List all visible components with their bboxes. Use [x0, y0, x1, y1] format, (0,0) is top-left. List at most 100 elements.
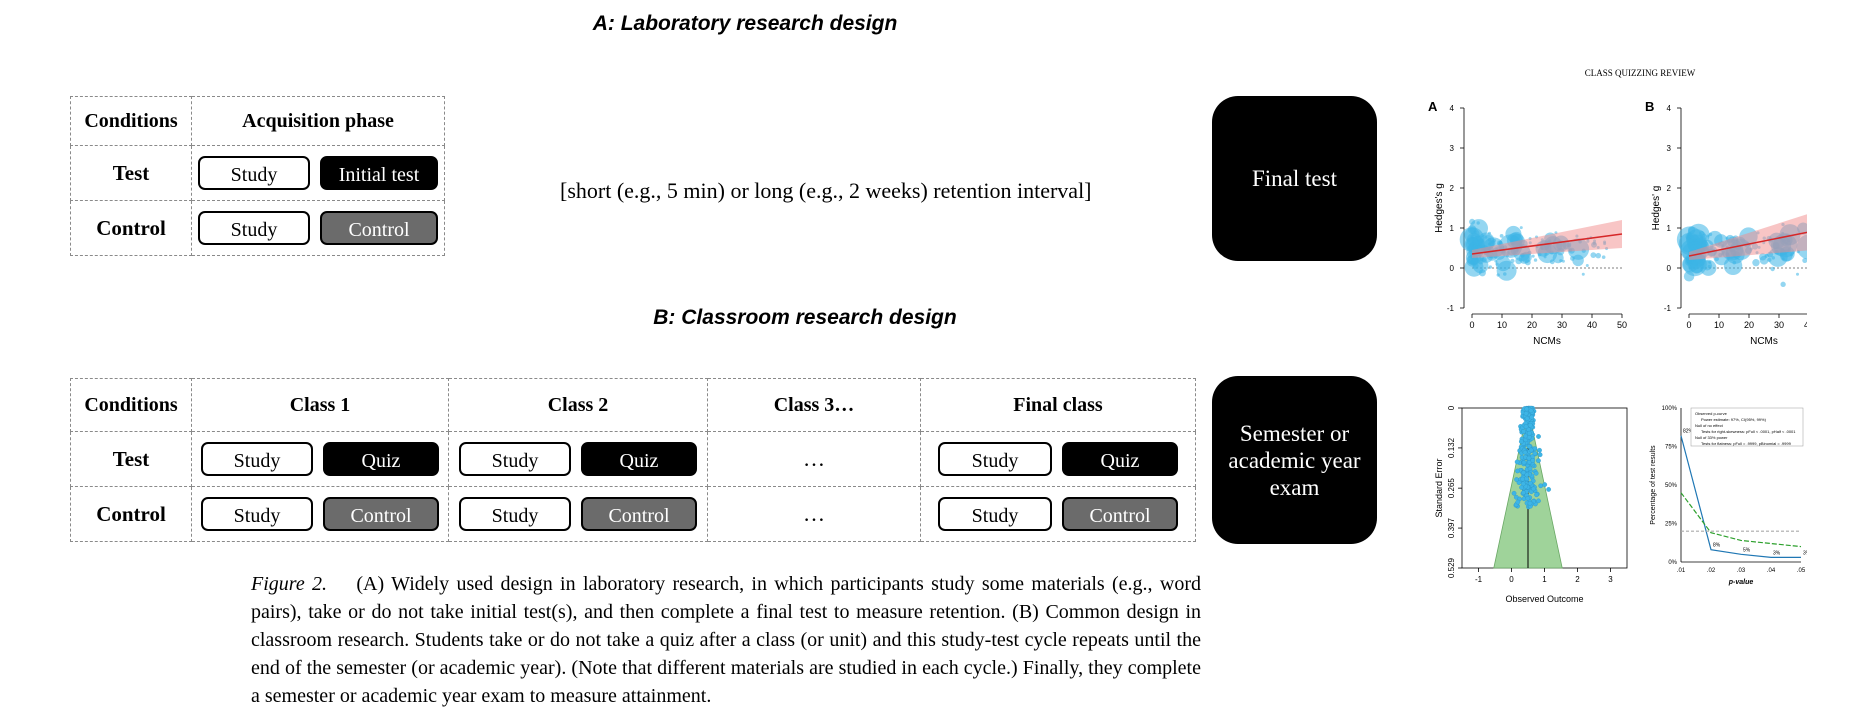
data-point	[1496, 260, 1517, 281]
data-label: 3%	[1803, 550, 1807, 556]
data-point	[1518, 439, 1524, 444]
figure-caption: Figure 2. (A) Widely used design in labo…	[251, 570, 1201, 710]
table-cell: Study Control	[920, 486, 1196, 542]
y-tick-label: 0.529	[1447, 557, 1456, 578]
y-tick-label: 3	[1450, 144, 1455, 153]
lab-design-table: Conditions Acquisition phase Test Study …	[70, 96, 445, 256]
ellipsis-cell: …	[707, 486, 921, 542]
y-axis-label: Standard Error	[1434, 458, 1444, 517]
y-tick-label: 4	[1450, 104, 1455, 113]
table-header-final-class: Final class	[920, 378, 1196, 432]
data-point	[1520, 481, 1526, 487]
x-tick-label: .01	[1677, 568, 1686, 574]
data-point	[1524, 406, 1530, 412]
data-point	[1796, 272, 1800, 276]
x-tick-label: 10	[1497, 320, 1507, 330]
data-label: 82%	[1683, 429, 1694, 435]
study-box: Study	[201, 442, 313, 476]
data-point	[1514, 477, 1519, 482]
data-point	[1499, 233, 1504, 238]
data-label: 3%	[1773, 550, 1781, 556]
data-point	[1526, 455, 1532, 461]
y-tick-label: 0	[1447, 405, 1456, 410]
quiz-box: Quiz	[581, 442, 697, 476]
data-point	[1771, 256, 1776, 260]
final-test-box: Final test	[1212, 96, 1377, 261]
semester-exam-box: Semester or academic year exam	[1212, 376, 1377, 544]
data-point	[1528, 408, 1534, 414]
table-cell: Study Quiz	[448, 431, 708, 487]
table-cell: Study Initial test	[191, 145, 445, 201]
data-point	[1520, 476, 1525, 482]
data-point	[1488, 265, 1493, 269]
control-box: Control	[581, 497, 697, 531]
x-axis-label: Observed Outcome	[1505, 594, 1583, 604]
data-point	[1524, 259, 1531, 266]
data-point	[1523, 411, 1529, 416]
table-cell: Study Control	[191, 486, 449, 542]
series-line	[1680, 435, 1801, 558]
x-tick-label: .03	[1737, 568, 1746, 574]
data-point	[1759, 253, 1767, 261]
study-box: Study	[459, 497, 571, 531]
data-point	[1533, 258, 1538, 262]
x-axis-label: p-value	[1728, 579, 1754, 586]
data-point	[1479, 242, 1485, 249]
data-point	[1536, 498, 1541, 504]
x-tick-label: 50	[1617, 320, 1627, 330]
data-point	[1702, 260, 1713, 271]
quiz-box: Quiz	[323, 442, 439, 476]
figure-label: Figure 2.	[251, 573, 328, 595]
data-point	[1694, 239, 1698, 243]
legend-entry: Null of 33% power	[1695, 435, 1728, 440]
y-tick-label: 2	[1667, 184, 1672, 193]
data-point	[1528, 447, 1534, 453]
data-point	[1494, 259, 1498, 263]
row-label-test: Test	[70, 145, 192, 201]
row-label-control: Control	[70, 200, 192, 256]
data-point	[1691, 241, 1695, 245]
data-point	[1472, 244, 1478, 250]
x-tick-label: .02	[1707, 568, 1716, 574]
legend-box	[1690, 407, 1804, 447]
study-box: Study	[198, 156, 310, 190]
data-point	[1752, 258, 1760, 267]
y-tick-label: 0	[1450, 264, 1455, 273]
data-point	[1523, 424, 1529, 429]
data-point	[1469, 219, 1488, 238]
trend-line	[1688, 231, 1807, 257]
data-point	[1477, 258, 1484, 265]
x-axis-label: NCMs	[1750, 336, 1778, 347]
data-point	[1521, 470, 1526, 476]
y-axis-label: Hedges's g	[1434, 183, 1445, 233]
y-tick-label: 75%	[1665, 445, 1678, 451]
data-point	[1702, 233, 1706, 237]
x-tick-label: 10	[1714, 320, 1724, 330]
data-point	[1521, 429, 1526, 434]
data-point	[1524, 416, 1530, 421]
data-point	[1542, 482, 1548, 487]
data-point	[1546, 487, 1551, 492]
table-cell: Study Control	[191, 200, 445, 256]
data-point	[1802, 257, 1807, 263]
data-point	[1536, 458, 1541, 464]
data-point	[1526, 444, 1532, 449]
panel-label: B	[1645, 99, 1654, 114]
data-point	[1690, 244, 1697, 251]
table-header-conditions: Conditions	[70, 378, 192, 432]
data-point	[1683, 271, 1695, 282]
x-tick-label: .05	[1797, 568, 1806, 574]
y-axis-label: Hedges' g	[1651, 186, 1662, 231]
data-point	[1487, 231, 1491, 235]
data-point	[1522, 450, 1528, 455]
study-box: Study	[198, 211, 310, 245]
data-point	[1495, 262, 1499, 266]
x-tick-label: 20	[1527, 320, 1537, 330]
data-point	[1534, 492, 1539, 498]
data-point	[1515, 468, 1520, 474]
data-point	[1770, 266, 1775, 272]
table-header-acquisition: Acquisition phase	[191, 96, 445, 146]
data-point	[1537, 452, 1543, 458]
legend-entry: Power estimate: 97%, CI(95%, 99%)	[1701, 417, 1767, 422]
x-tick-label: 40	[1804, 320, 1807, 330]
